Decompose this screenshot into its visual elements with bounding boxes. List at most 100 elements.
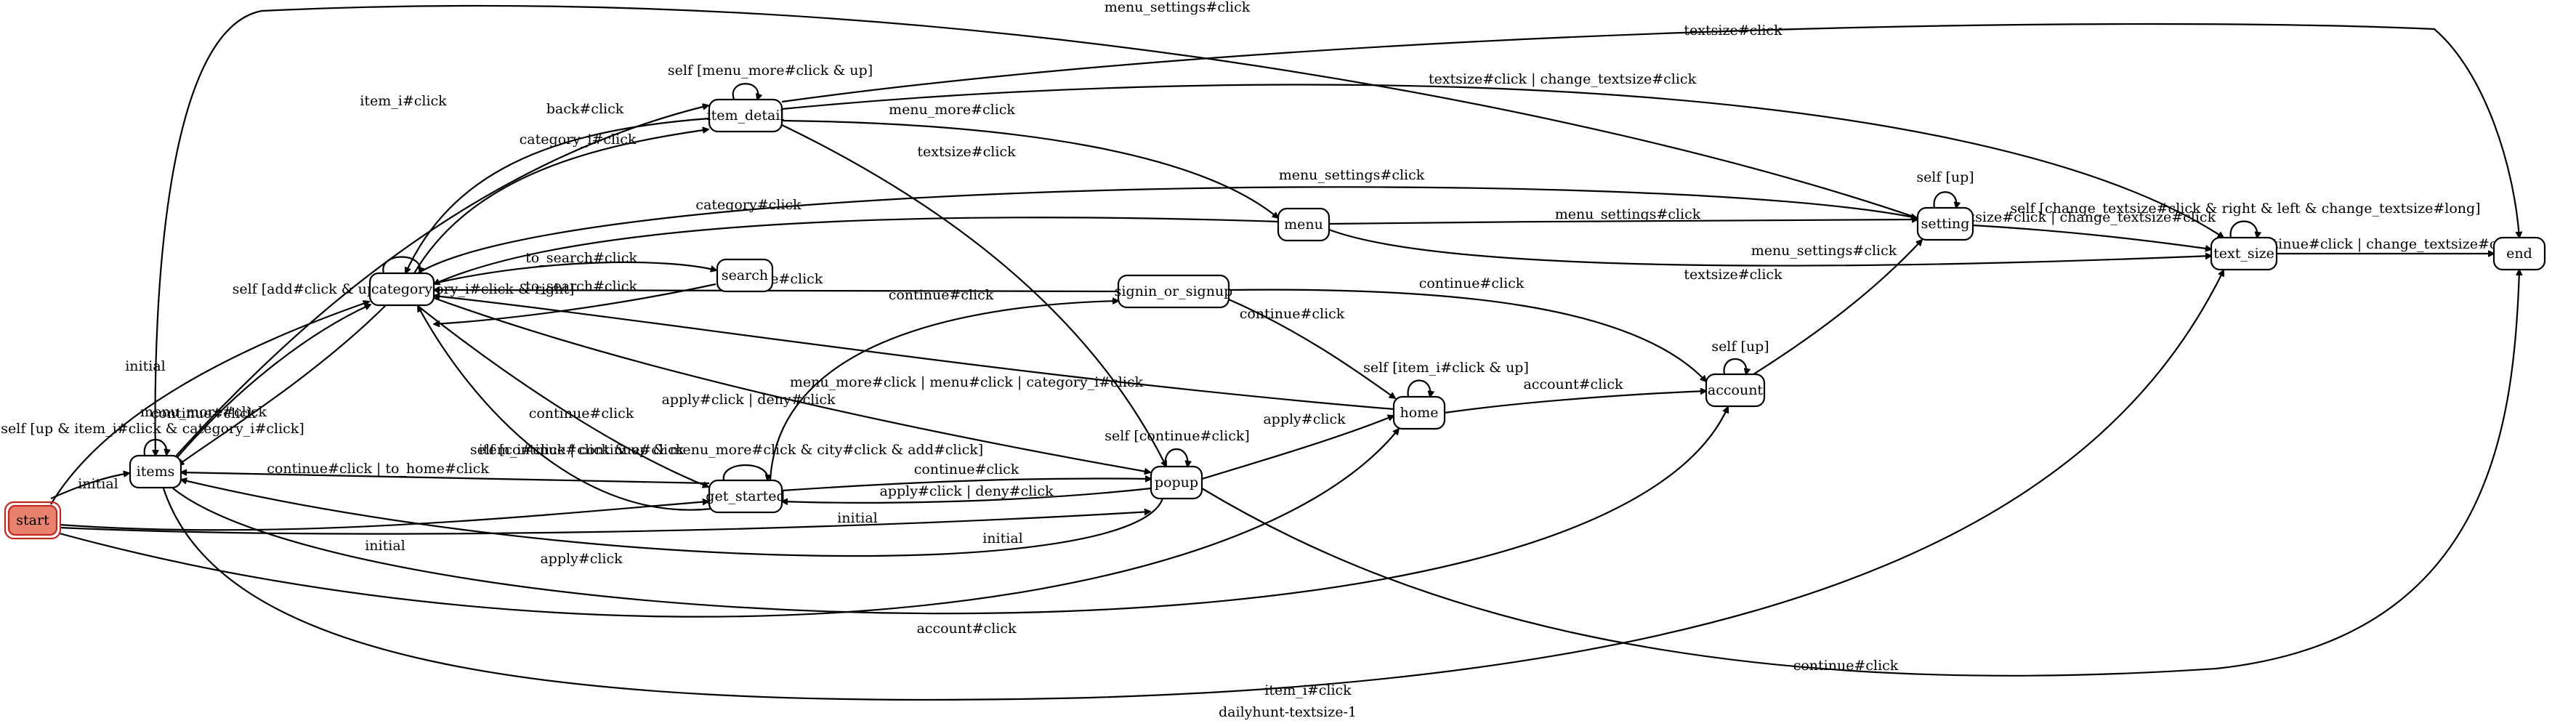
edge-label-popup-to-items: apply#click — [540, 551, 623, 567]
edge-label-menu-to-setting: menu_settings#click — [1555, 206, 1701, 222]
edge-start-to-home — [59, 429, 1399, 618]
edge-menu-to-category — [434, 217, 1279, 284]
state-label-item_detail: item_detail — [707, 108, 785, 124]
edge-item_detail-to-menu — [781, 119, 1278, 218]
state-label-items: items — [137, 464, 175, 480]
diagram-title: dailyhunt-textsize-1 — [1219, 704, 1357, 720]
state-node-items: items — [129, 454, 182, 489]
edge-label-category-to-items: continue#click — [151, 406, 257, 422]
state-label-search: search — [722, 267, 768, 283]
edge-label-category-to-item_detail: category_i#click — [520, 132, 637, 148]
state-node-start: start — [4, 501, 62, 540]
edge-label-setting-to-setting: self [up] — [1916, 169, 1974, 185]
edge-setting-to-setting — [1933, 191, 1957, 208]
state-label-account: account — [1708, 382, 1764, 398]
edge-popup-to-popup — [1164, 448, 1188, 467]
edge-items-to-account — [172, 407, 1728, 615]
edge-label-search-to-category: to_search#click — [525, 278, 637, 294]
edge-item_detail-to-popup — [781, 124, 1167, 467]
edge-label-popup-to-get_started: apply#click | deny#click — [879, 483, 1054, 499]
state-node-home: home — [1392, 395, 1446, 430]
edge-popup-to-get_started — [782, 487, 1152, 503]
edge-label-items-to-item_detail: item_i#click — [360, 93, 447, 109]
state-label-text_size: text_size — [2213, 246, 2274, 262]
state-label-menu: menu — [1284, 217, 1323, 233]
edge-label-popup-to-end: continue#click — [1793, 658, 1899, 674]
edge-label-category-to-setting: menu_settings#click — [1279, 167, 1425, 183]
edge-label-start-to-items: initial — [78, 476, 118, 492]
edge-label-signin_or_signup-to-home: continue#click — [1240, 306, 1345, 322]
edge-item_detail-to-category — [405, 117, 710, 273]
edge-label-get_started-to-get_started: self [continue#click & up & menu_more#cl… — [470, 442, 983, 458]
state-node-account: account — [1705, 373, 1766, 408]
edge-items-to-category — [174, 304, 371, 461]
edge-label-items-to-account: account#click — [916, 621, 1017, 637]
edge-item_detail-to-end — [781, 23, 2519, 238]
edge-search-to-category — [434, 283, 716, 324]
edge-text_size-to-text_size — [2229, 220, 2258, 238]
edge-get_started-to-get_started — [722, 464, 768, 480]
state-node-category: category — [368, 272, 435, 307]
edge-category-to-category — [382, 256, 420, 274]
state-label-get_started: get_started — [706, 488, 785, 504]
edge-label-home-to-account: account#click — [1523, 376, 1623, 392]
edge-label-signin_or_signup-to-account: continue#click — [1419, 275, 1525, 291]
edge-label-text_size-to-end: continue#click | change_textsize#click — [2248, 236, 2522, 252]
edge-label-items-to-text_size: item_i#click — [1264, 682, 1352, 698]
edge-start-to-items — [50, 473, 129, 500]
state-node-menu: menu — [1277, 207, 1331, 242]
edge-label-popup-to-popup: self [continue#click] — [1105, 428, 1250, 444]
edge-start-to-popup — [59, 512, 1150, 535]
edge-label-start-to-popup: initial — [837, 510, 878, 526]
state-label-popup: popup — [1155, 475, 1198, 491]
edge-label-category-to-search: to_search#click — [525, 250, 637, 266]
state-node-get_started: get_started — [706, 479, 786, 514]
edge-label-start-to-get_started: initial — [365, 538, 405, 554]
edge-setting-to-items — [156, 4, 1918, 456]
edge-get_started-to-popup — [781, 478, 1151, 492]
edge-signin_or_signup-to-home — [1228, 298, 1395, 398]
edge-label-menu-to-category: category#click — [695, 197, 802, 213]
edge-label-setting-to-items: menu_settings#click — [1105, 0, 1251, 15]
state-label-home: home — [1400, 405, 1439, 421]
edge-account-to-account — [1723, 358, 1747, 374]
edge-menu-to-setting — [1328, 219, 1918, 225]
edge-label-popup-to-home: apply#click — [1263, 411, 1346, 427]
edge-item_detail-to-item_detail — [732, 83, 759, 100]
edge-category-to-item_detail — [413, 129, 708, 274]
edge-label-get_started-to-signin_or_signup: continue#click — [889, 287, 994, 303]
state-label-end: end — [2506, 246, 2532, 262]
edge-label-get_started-to-category: item_i#click | continue#click — [479, 442, 685, 458]
edge-label-menu-to-text_size: textsize#click — [1684, 267, 1782, 283]
state-label-category: category — [371, 281, 433, 297]
edge-label-account-to-account: self [up] — [1711, 339, 1769, 355]
edge-label-category-to-get_started: continue#click — [529, 406, 634, 422]
edge-label-get_started-to-popup: continue#click — [914, 461, 1020, 477]
state-node-end: end — [2492, 236, 2546, 271]
edge-label-item_detail-to-popup: textsize#click — [917, 144, 1016, 160]
edge-home-to-home — [1407, 379, 1431, 398]
edge-popup-to-end — [1201, 270, 2519, 677]
edge-label-items-to-items: self [up & item_i#click & category_i#cli… — [1, 421, 304, 437]
state-label-start: start — [16, 512, 49, 528]
edge-labels-layer: initial initial initial initial initial self … — [1, 0, 2522, 698]
edge-category-to-popup — [433, 297, 1150, 472]
state-label-signin_or_signup: signin_or_signup — [1115, 283, 1233, 299]
edge-category-to-items — [178, 305, 386, 465]
edge-label-item_detail-to-menu: menu_more#click — [889, 102, 1015, 118]
state-node-item_detail: item_detail — [707, 98, 785, 133]
edge-label-start-to-category: initial — [125, 358, 166, 374]
edge-label-home-to-category: menu_more#click | menu#click | category_… — [790, 374, 1144, 390]
edge-setting-to-text_size — [1972, 224, 2211, 249]
edge-label-item_detail-to-text_size: textsize#click | change_textsize#click — [1429, 71, 1697, 87]
edge-category-to-get_started — [417, 305, 708, 487]
edge-label-item_detail-to-item_detail: self [menu_more#click & up] — [668, 62, 873, 78]
edges-layer — [50, 4, 2519, 701]
edge-label-home-to-home: self [item_i#click & up] — [1363, 360, 1529, 376]
edge-items-to-text_size — [162, 270, 2224, 701]
edge-label-start-to-home: initial — [982, 531, 1023, 546]
edge-popup-to-items — [181, 480, 1164, 557]
edge-account-to-setting — [1753, 240, 1922, 375]
